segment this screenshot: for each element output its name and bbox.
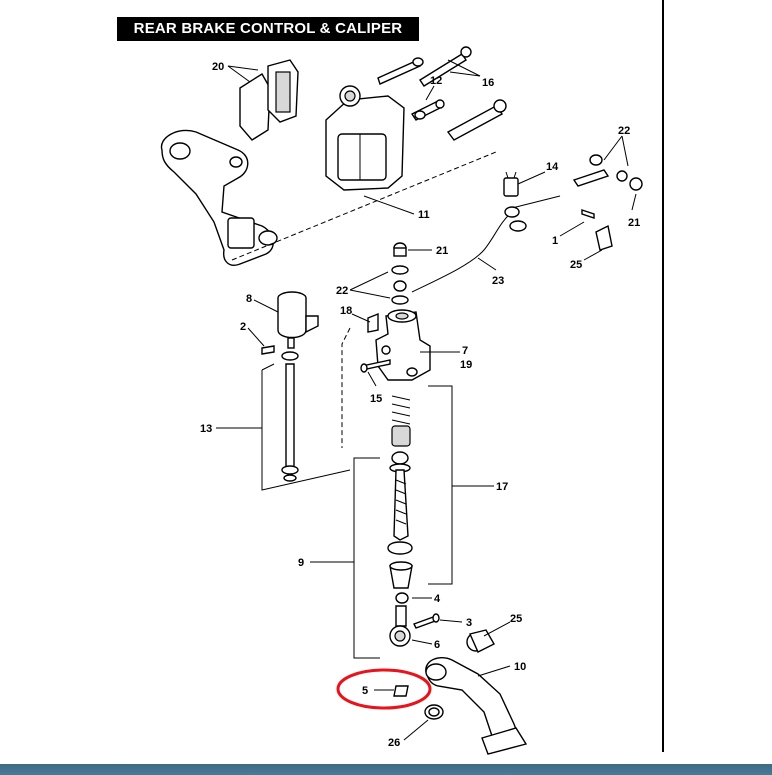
callout-2: 2 <box>240 321 246 333</box>
master-cylinder-fittings <box>391 242 409 305</box>
upper-banjo-parts <box>572 154 643 251</box>
brake-pedal <box>425 656 528 755</box>
callout-14: 14 <box>546 161 559 173</box>
callout-20: 20 <box>212 61 224 73</box>
callout-4: 4 <box>434 593 441 605</box>
diagram-title: REAR BRAKE CONTROL & CALIPER <box>117 17 419 41</box>
callout-5: 5 <box>362 685 368 697</box>
push-rod-assembly <box>387 463 413 647</box>
callout-26: 26 <box>388 737 400 749</box>
callout-3: 3 <box>466 617 472 629</box>
callout-9: 9 <box>298 557 304 569</box>
callout-23: 23 <box>492 275 504 287</box>
callout-11: 11 <box>418 209 430 221</box>
leader-lines <box>216 59 637 741</box>
callout-21-lower: 21 <box>436 245 448 257</box>
retaining-pin <box>393 685 409 697</box>
window-bottom-bar <box>0 764 772 775</box>
callout-7: 7 <box>462 345 468 357</box>
reservoir-assembly <box>261 291 319 482</box>
callout-16: 16 <box>482 77 494 89</box>
highlight-circle <box>336 668 432 710</box>
master-cylinder <box>367 309 431 381</box>
callout-8: 8 <box>246 293 252 305</box>
callout-15: 15 <box>370 393 382 405</box>
callout-22-lower: 22 <box>336 285 348 297</box>
caliper-pins <box>377 46 507 141</box>
callout-13: 13 <box>200 423 212 435</box>
callout-19: 19 <box>460 359 472 371</box>
page-border <box>662 0 664 752</box>
callout-10: 10 <box>514 661 526 673</box>
callout-17: 17 <box>496 481 508 493</box>
clevis-bolt <box>413 613 440 629</box>
pedal-washer <box>424 704 444 720</box>
callout-22: 22 <box>618 125 630 137</box>
piston-spring-kit <box>391 395 411 465</box>
callout-25: 25 <box>570 259 582 271</box>
caliper-bracket <box>160 129 278 266</box>
callout-18: 18 <box>340 305 352 317</box>
brake-pads <box>239 59 299 141</box>
caliper-body <box>325 85 405 191</box>
bleeder-valve <box>410 99 445 121</box>
callout-12: 12 <box>430 75 442 87</box>
callout-1: 1 <box>552 235 558 247</box>
mounting-bolt <box>360 359 391 373</box>
brake-hose <box>411 171 561 293</box>
callout-21: 21 <box>628 217 640 229</box>
callout-25-lower: 25 <box>510 613 522 625</box>
callout-6: 6 <box>434 639 440 651</box>
pedal-bushing <box>466 629 495 653</box>
